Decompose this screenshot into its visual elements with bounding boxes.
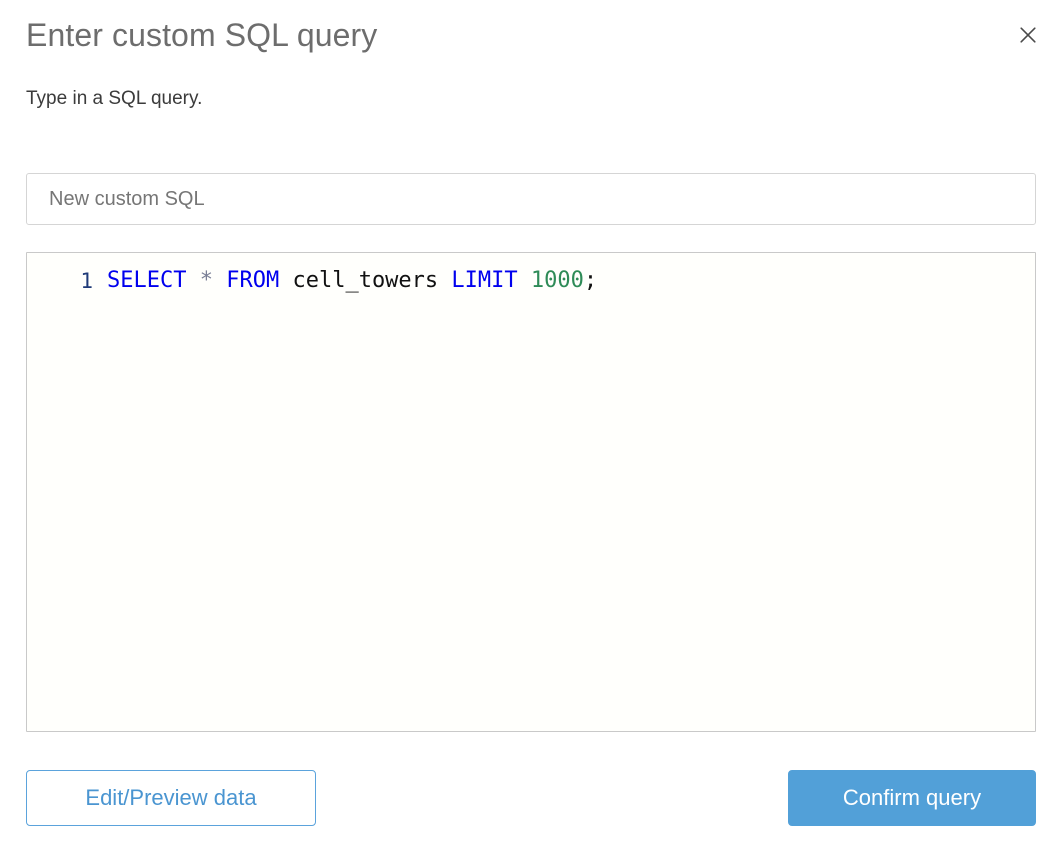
sql-editor[interactable]: 1 SELECT * FROM cell_towers LIMIT 1000;	[26, 252, 1036, 732]
sql-token-limit: LIMIT	[451, 268, 518, 293]
sql-token-table-name: cell_towers	[292, 268, 439, 293]
sql-token-number: 1000	[530, 268, 584, 293]
sql-token-space-1	[186, 268, 199, 293]
sql-token-space-3	[279, 268, 292, 293]
edit-preview-data-button[interactable]: Edit/Preview data	[26, 770, 316, 826]
confirm-query-button[interactable]: Confirm query	[788, 770, 1036, 826]
close-icon	[1018, 25, 1038, 45]
query-name-input[interactable]	[26, 173, 1036, 225]
editor-line-row: 1 SELECT * FROM cell_towers LIMIT 1000;	[27, 253, 1035, 293]
close-button[interactable]	[1009, 16, 1047, 54]
sql-code-line[interactable]: SELECT * FROM cell_towers LIMIT 1000;	[107, 266, 1035, 296]
sql-token-select: SELECT	[107, 268, 187, 293]
sql-token-space-4	[438, 268, 451, 293]
sql-token-space-2	[213, 268, 226, 293]
page-title: Enter custom SQL query	[26, 17, 378, 53]
dialog-subtitle: Type in a SQL query.	[26, 88, 203, 109]
line-number-gutter: 1	[80, 269, 93, 293]
sql-token-space-5	[518, 268, 531, 293]
sql-token-star: *	[199, 268, 213, 293]
sql-token-semicolon: ;	[583, 268, 598, 293]
sql-token-from: FROM	[226, 268, 280, 293]
dialog-header: Enter custom SQL query	[0, 0, 1061, 70]
dialog-footer: Edit/Preview data Confirm query	[0, 770, 1061, 830]
